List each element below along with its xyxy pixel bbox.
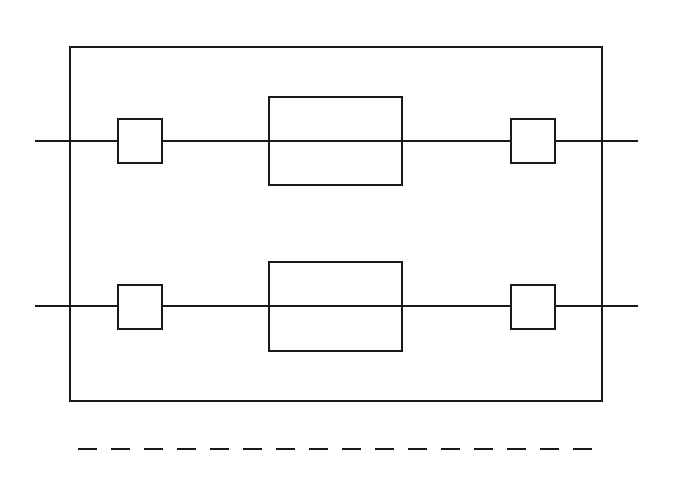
channel-1-small-box-right (510, 118, 556, 164)
channel-2-small-box-left (117, 284, 163, 330)
channel-2 (35, 261, 638, 352)
channel-1 (35, 96, 638, 186)
channel-1-small-box-left (117, 118, 163, 164)
diagram-content (35, 46, 638, 450)
outer-enclosure (69, 46, 603, 402)
channel-2-small-box-right (510, 284, 556, 330)
